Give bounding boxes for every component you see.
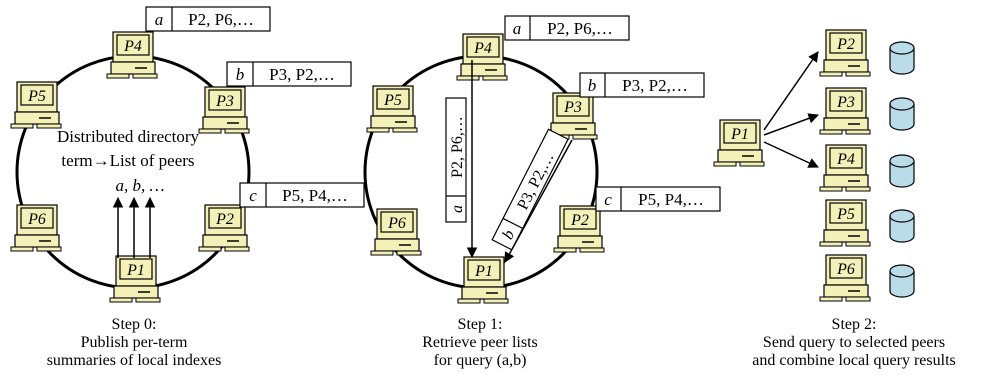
step2-db-p3 [889,97,915,131]
peer-label: P3 [836,94,855,111]
step1-peer-p1: P1 [457,256,509,304]
peer-label: P5 [27,88,46,105]
peer-label: P6 [27,211,46,228]
send-arrow-p2 [763,51,819,131]
step1-list-c: c P5, P4,… [595,186,721,212]
step1-line2: for query (a,b) [433,352,527,369]
peer-label: P4 [123,38,142,55]
step1-panel: P4 P5 P3 P6 P2 P1 a P2, P6,… [363,15,721,304]
step0-panel: P4 P5 P3 P6 P2 P1 a P2, P6,… [10,6,365,303]
peer-label: P4 [836,151,855,168]
step0-title: Step 0: [111,316,157,333]
peer-label: P2 [570,212,589,229]
peer-list: P3, P2,… [622,76,688,95]
peer-label: P3 [563,99,582,116]
step2-peer-p4: P4 [819,144,871,192]
directory-subtitle: term→List of peers [61,151,194,170]
step0-line1: Publish per-term [80,334,188,351]
peer-label: P1 [126,262,145,279]
step1-peer-p4: P4 [456,33,508,81]
step0-peer-p3: P3 [198,86,250,134]
step2-peer-p1: P1 [713,119,765,167]
send-arrow-p3 [763,113,819,136]
step2-db-p5 [889,209,915,243]
peer-label: P5 [383,92,402,109]
term-label: c [249,186,257,205]
peer-label: P6 [387,215,406,232]
peer-label: P2 [836,36,855,53]
peer-label: P6 [836,261,855,278]
term-label: c [604,190,612,209]
step2-peer-p3: P3 [819,87,871,135]
step0-caption: Step 0: Publish per-term summaries of lo… [8,316,260,370]
peer-list: P2, P6,… [188,10,254,29]
step1-retrieved-list-a: a P2, P6,… [445,97,467,223]
peer-label: P1 [730,126,749,143]
step1-title: Step 1: [457,316,503,333]
peer-list: P5, P4,… [638,190,704,209]
term-label: a [449,205,466,213]
peer-list: P3, P2,… [269,65,335,84]
step0-peer-p1: P1 [109,255,161,303]
peer-list: P5, P4,… [282,186,348,205]
term-label: b [236,65,245,84]
step0-list-c: c P5, P4,… [239,182,365,208]
step2-peer-p6: P6 [819,254,871,302]
step2-caption: Step 2: Send query to selected peers and… [728,316,980,370]
step1-line1: Retrieve peer lists [422,334,538,351]
peer-label: P1 [474,263,493,280]
step0-peer-p5: P5 [10,81,62,129]
directory-terms: a, b, … [115,176,164,195]
peer-label: P5 [836,206,855,223]
step1-list-b: b P3, P2,… [579,72,705,98]
step1-caption: Step 1: Retrieve peer lists for query (a… [390,316,570,370]
step1-peer-p3: P3 [546,92,598,140]
term-label: a [155,10,164,29]
step2-db-p6 [889,264,915,298]
step2-peer-p2: P2 [819,29,871,77]
peer-label: P2 [215,211,234,228]
step2-db-p4 [889,154,915,188]
retrieve-arrow-b [504,139,573,263]
step1-peer-p6: P6 [370,208,422,256]
term-label: b [588,76,597,95]
step2-db-p2 [889,41,915,75]
step1-peer-p5: P5 [366,85,418,133]
peer-label: P3 [215,93,234,110]
directory-title: Distributed directory [57,127,200,146]
peer-list: P2, P6,… [547,19,613,38]
step0-peer-p2: P2 [198,204,250,252]
step0-list-b: b P3, P2,… [226,61,352,87]
step2-line1: Send query to selected peers [762,334,946,351]
step2-line2: and combine local query results [752,352,956,369]
step1-retrieved-list-b: b P3, P2,… [491,128,569,251]
step0-peer-p6: P6 [10,204,62,252]
step0-peer-p4: P4 [106,31,158,79]
send-arrow-p4 [763,141,819,168]
step2-peer-p5: P5 [819,199,871,247]
step0-list-a: a P2, P6,… [145,6,271,32]
peer-list: P2, P6,… [449,116,466,178]
step1-peer-p2: P2 [553,205,605,253]
step2-panel: P1 P2 P3 P4 P5 P6 [713,29,915,302]
step0-line2: summaries of local indexes [46,352,222,369]
peer-label: P4 [473,40,492,57]
step2-title: Step 2: [831,316,877,333]
term-label: a [513,19,522,38]
step1-list-a: a P2, P6,… [504,15,630,41]
